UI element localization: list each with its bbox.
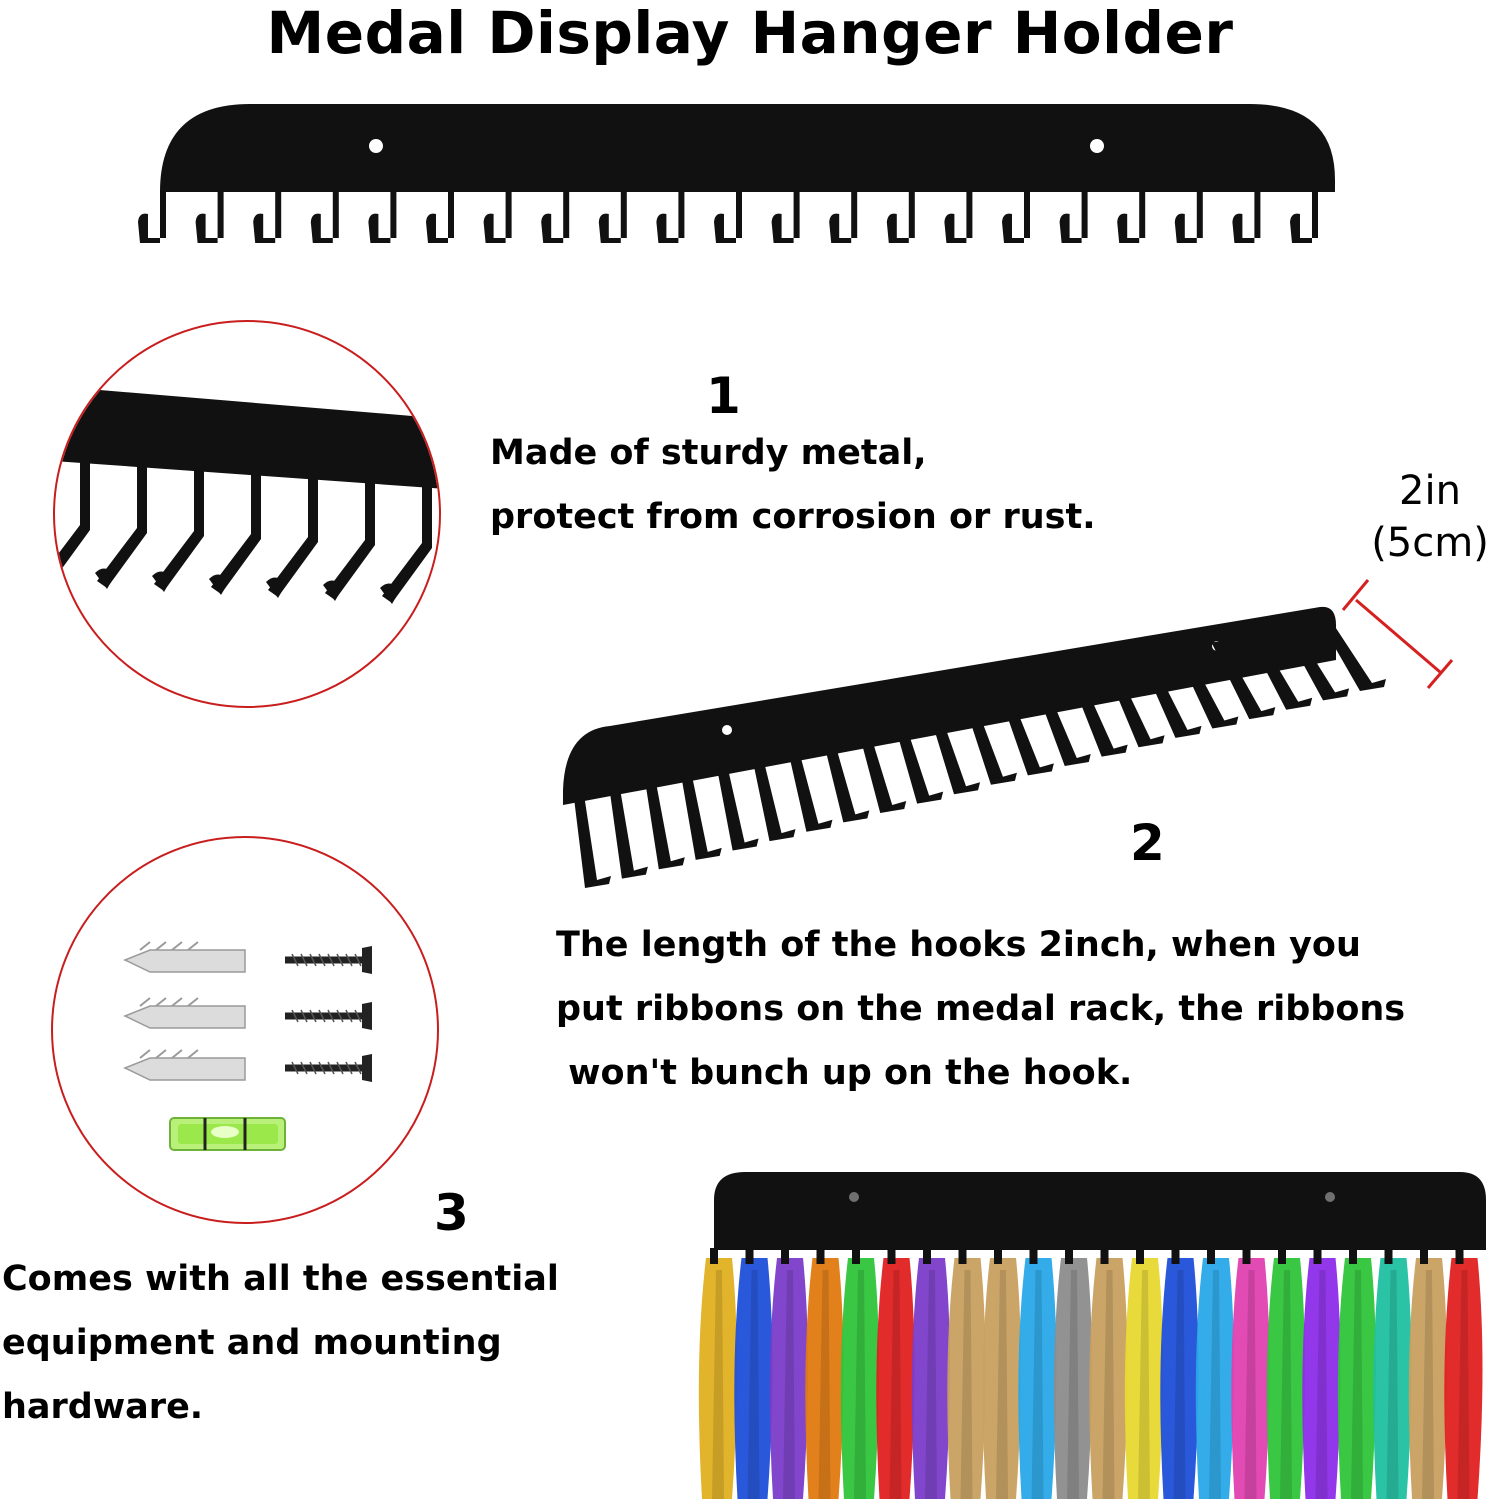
hook-length-measure — [1341, 579, 1454, 689]
page-title: Medal Display Hanger Holder — [266, 0, 1234, 67]
dimension-inches: 2in — [1399, 468, 1461, 514]
feature-2-number: 2 — [1130, 814, 1165, 872]
feature-2-line-1: The length of the hooks 2inch, when you — [556, 925, 1361, 965]
dimension-label: 2in (5cm) — [1360, 465, 1500, 569]
rack-with-ribbons-image — [698, 1172, 1486, 1499]
top-rack-image — [138, 104, 1335, 243]
feature-3-number: 3 — [434, 1184, 469, 1242]
feature-3-line-3: hardware. — [2, 1387, 204, 1427]
feature-2-line-2: put ribbons on the medal rack, the ribbo… — [556, 989, 1406, 1029]
feature-2-line-3: won't bunch up on the hook. — [556, 1053, 1133, 1093]
feature-3-line-1: Comes with all the essential — [2, 1259, 559, 1299]
closeup-hooks-circle — [53, 320, 441, 708]
feature-1-text: Made of sturdy metal, protect from corro… — [490, 421, 1096, 549]
feature-1-line-2: protect from corrosion or rust. — [490, 497, 1096, 537]
feature-2-text: The length of the hooks 2inch, when you … — [556, 913, 1405, 1105]
angled-rack-image — [563, 606, 1386, 888]
hardware-circle — [51, 836, 439, 1224]
feature-3-text: Comes with all the essential equipment a… — [2, 1247, 559, 1439]
feature-1-number: 1 — [706, 367, 741, 425]
feature-1-line-1: Made of sturdy metal, — [490, 433, 927, 473]
dimension-cm: (5cm) — [1371, 520, 1489, 566]
feature-3-line-2: equipment and mounting — [2, 1323, 502, 1363]
